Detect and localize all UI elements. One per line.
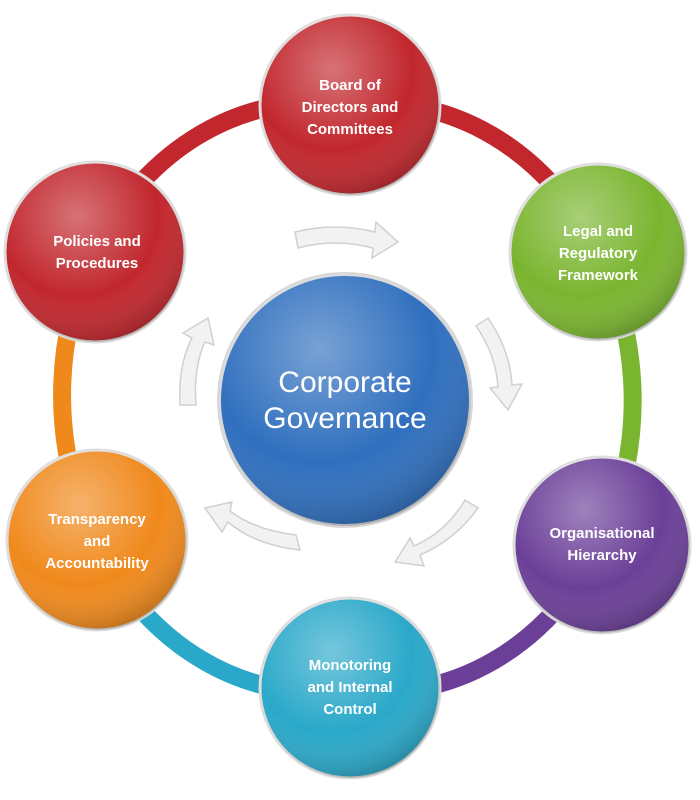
- cycle-arrows: [179, 220, 524, 567]
- node-label: Accountability: [45, 555, 149, 572]
- arrow-icon: [474, 316, 524, 412]
- node-label: Hierarchy: [567, 547, 637, 564]
- node-label: Legal and: [563, 223, 633, 240]
- node-label: and Internal: [307, 679, 392, 696]
- node-organisational-hierarchy: Organisational Hierarchy: [512, 455, 692, 635]
- center-circle: Corporate Governance: [217, 272, 473, 528]
- svg-text:Governance: Governance: [263, 402, 426, 435]
- node-label: Committees: [307, 121, 393, 138]
- arrow-icon: [393, 498, 480, 567]
- node-label: Framework: [558, 267, 639, 284]
- arrow-icon: [179, 316, 216, 406]
- node-label: Transparency: [48, 511, 146, 528]
- arrow-icon: [294, 220, 400, 260]
- node-label: Board of: [319, 77, 382, 94]
- node-legal: Legal and Regulatory Framework: [508, 162, 688, 342]
- arrow-icon: [203, 501, 302, 551]
- node-label: Regulatory: [559, 245, 638, 262]
- node-label: Monotoring: [309, 657, 391, 674]
- node-label: Policies and: [53, 233, 141, 250]
- svg-text:Corporate: Corporate: [278, 366, 411, 399]
- node-label: Directors and: [302, 99, 399, 116]
- node-monitoring: Monotoring and Internal Control: [258, 596, 442, 780]
- node-board: Board of Directors and Committees: [258, 13, 442, 197]
- node-policies: Policies and Procedures: [3, 160, 187, 344]
- node-transparency: Transparency and Accountability: [5, 448, 189, 632]
- center-title-line: Governance: [263, 402, 426, 435]
- node-label: and: [84, 533, 111, 550]
- node-label: Control: [323, 701, 376, 718]
- center-title-line: Corporate: [278, 366, 411, 399]
- node-label: Procedures: [56, 255, 139, 272]
- node-label: Organisational: [549, 525, 654, 542]
